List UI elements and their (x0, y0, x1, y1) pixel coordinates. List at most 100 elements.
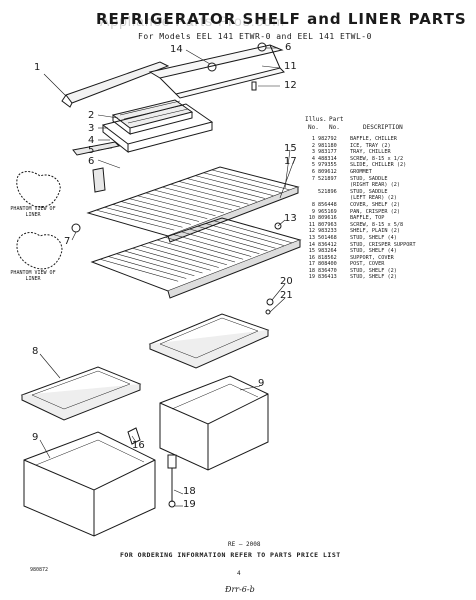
shelf-wire (211, 169, 290, 191)
description: TRAY, CHILLER (350, 149, 391, 156)
callout-leaders (39, 47, 294, 507)
illus-no: 10 (308, 215, 315, 222)
description: POST, COVER (350, 261, 385, 268)
illus-no: 14 (308, 241, 315, 248)
part-no: 979355 (318, 162, 337, 169)
description: STUD, SHELF (4) (350, 234, 397, 241)
shelf-wire (203, 172, 282, 194)
shelf-stud-left (71, 223, 81, 233)
part-no: 521897 (318, 175, 337, 182)
crisper-pan-right (159, 375, 269, 471)
part-no: 808400 (318, 261, 337, 268)
description: (LEFT REAR) (2) (350, 195, 397, 202)
description: GROMMET (350, 168, 372, 175)
description: (RIGHT REAR) (2) (350, 182, 400, 189)
shelf-stud-right (274, 222, 282, 230)
part-no: 856448 (318, 201, 337, 208)
page-title: REFRIGERATOR SHELF and LINER PARTS (96, 10, 467, 28)
callout-7: 7 (64, 236, 71, 247)
illus-no: 13 (308, 234, 315, 241)
callout-2: 2 (88, 110, 95, 121)
part-no: 836412 (318, 241, 337, 248)
phantom-liner-1 (16, 171, 61, 208)
crisper-cover-upper (148, 313, 270, 369)
description: SHELF, PLAIN (2) (350, 228, 400, 235)
callout-9-left: 9 (32, 432, 39, 443)
callout-3: 3 (88, 123, 95, 134)
part-no: 983177 (318, 149, 337, 156)
illus-no: 12 (308, 228, 315, 235)
callout-6-left: 6 (88, 156, 95, 167)
shelf-stud-19 (168, 500, 176, 508)
shelf-wire (112, 204, 191, 225)
crisper-cover-left (20, 366, 142, 421)
callout-21: 21 (280, 290, 293, 301)
shelf-wire (116, 253, 195, 277)
shelf-wire (165, 236, 244, 260)
shelf-wire (108, 256, 187, 279)
part-no: 488314 (318, 155, 337, 162)
shelf-wire (100, 258, 179, 282)
callout-4: 4 (88, 135, 95, 146)
part-no: 807963 (318, 221, 337, 228)
cover-support (127, 427, 141, 445)
callout-18: 18 (183, 486, 196, 497)
illus-no: 3 (311, 149, 315, 156)
part-no: 983264 (318, 248, 337, 255)
shelf-wire (186, 178, 266, 199)
part-no: 981180 (318, 142, 337, 149)
shelf-wire (170, 183, 249, 205)
header-no: No. (308, 124, 319, 131)
grommet-6 (257, 42, 267, 52)
shelf-wire (137, 195, 216, 217)
shelf-wire (153, 189, 233, 211)
header-no-2: No. (329, 124, 340, 131)
part-no: 809616 (318, 215, 337, 222)
illus-no: 5 (311, 162, 315, 169)
stud-21 (265, 309, 271, 315)
shelf-wire (213, 220, 292, 244)
part-no: 836470 (318, 267, 337, 274)
description: SUPPORT, COVER (350, 254, 394, 261)
parts-table-row: (LEFT REAR) (2) (305, 195, 475, 202)
part-no: 809612 (318, 168, 337, 175)
shelf-wire (140, 245, 219, 268)
illus-no: 11 (308, 221, 315, 228)
illus-no: 17 (308, 261, 315, 268)
callout-14: 14 (170, 44, 183, 55)
description: COVER, SHELF (2) (350, 201, 400, 208)
callout-5: 5 (88, 145, 95, 156)
description: SCREW, 8-15 x 5/8 (350, 221, 404, 228)
illus-no: 19 (308, 274, 315, 281)
callout-16: 16 (132, 440, 145, 451)
shelf-wire (104, 206, 183, 228)
description: PAN, CRISPER (2) (350, 208, 400, 215)
shelf-wire (205, 223, 284, 246)
description: STUD, SHELF (2) (350, 274, 397, 281)
part-no: 501468 (318, 234, 337, 241)
callout-12: 12 (284, 80, 297, 91)
page-number: 4 (237, 570, 241, 577)
illus-no: 16 (308, 254, 315, 261)
callout-15: 15 (284, 143, 297, 154)
description: STUD, SADDLE (350, 188, 388, 195)
callout-20: 20 (280, 276, 293, 287)
description: SLIDE, CHILLER (2) (350, 162, 407, 169)
part-no: 818562 (318, 254, 337, 261)
description: ICE, TRAY (2) (350, 142, 391, 149)
illus-no: 1 (311, 136, 315, 142)
shelf-wire (129, 198, 208, 219)
part-no: 836413 (318, 274, 337, 281)
cover-post (167, 454, 177, 469)
description: STUD, SADDLE (350, 175, 388, 182)
